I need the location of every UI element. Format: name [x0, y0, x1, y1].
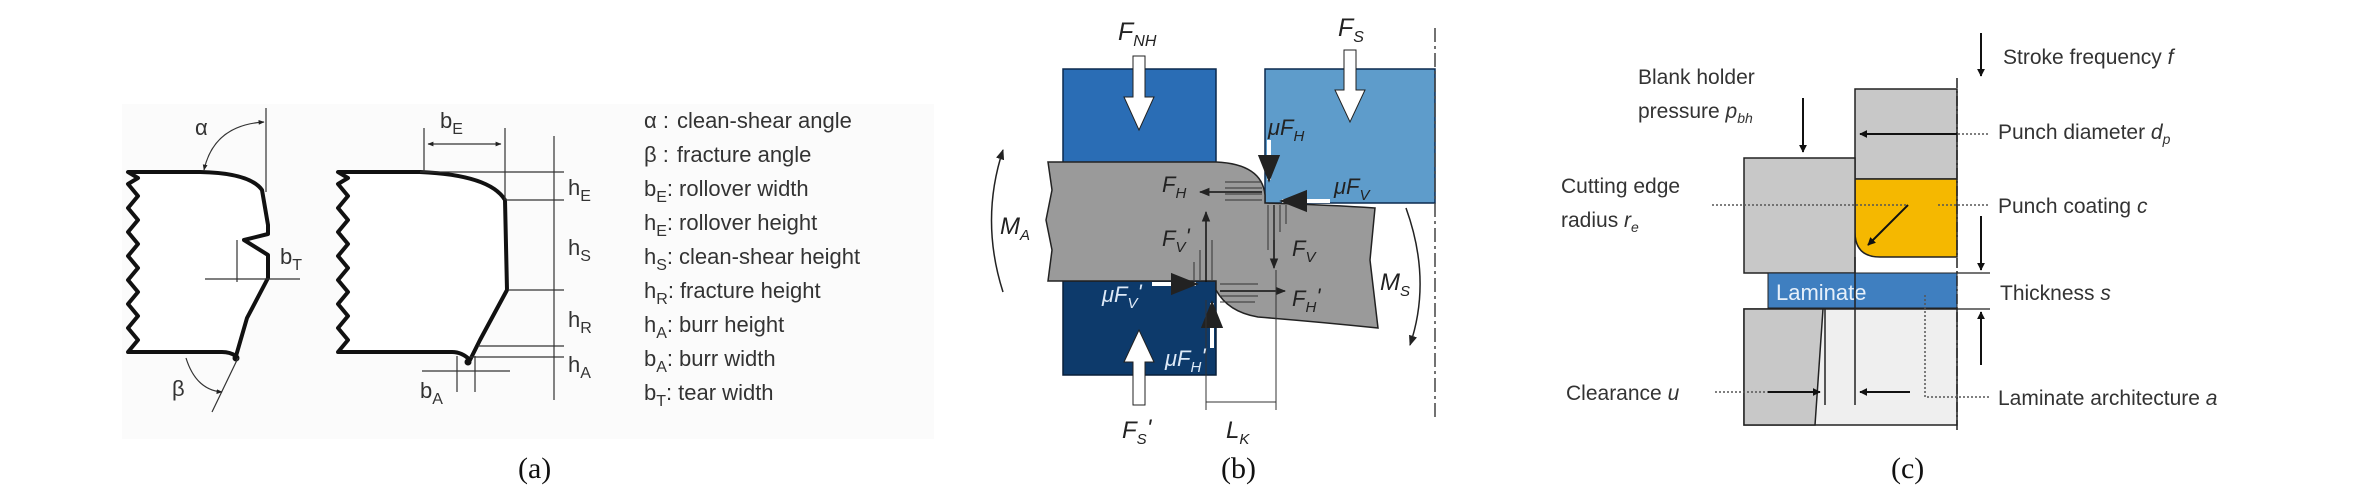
- legend-row: bE:rollover width: [644, 176, 809, 206]
- muFH-label: μFH: [1267, 115, 1305, 145]
- clearance-label: Clearance u: [1566, 382, 1680, 405]
- bA-label: bA: [420, 378, 443, 408]
- FV-prime-label: FV': [1162, 224, 1190, 256]
- MA-label: MA: [1000, 213, 1030, 244]
- blank-holder-pressure-label-1: Blank holder: [1638, 66, 1755, 89]
- punch-coating-label: Punch coating c: [1998, 195, 2148, 218]
- edge-radius-arrow: [1867, 204, 1909, 246]
- legend-row: bA:burr width: [644, 346, 776, 376]
- hA-label: hA: [568, 352, 591, 382]
- FH-prime-label: FH': [1292, 284, 1321, 316]
- thickness-label: Thickness s: [2000, 282, 2111, 305]
- cutting-edge-radius-label-2: radius re: [1561, 209, 1639, 235]
- FV-label: FV: [1292, 236, 1317, 266]
- laminate-sheet: [1767, 272, 1958, 309]
- cutting-edge-radius-label-1: Cutting edge: [1561, 175, 1680, 198]
- MA-arc: [990, 149, 1005, 293]
- hS-label: hS: [568, 235, 591, 265]
- FH-label: FH: [1162, 172, 1186, 202]
- left-specimen-outline: [126, 170, 270, 358]
- panel-b: FNH FS μFH μFV FH FV FV' FH' μFV' μFH' M…: [990, 14, 1436, 485]
- punch-diameter-label: Punch diameter dp: [1998, 121, 2171, 147]
- LK-label: LK: [1226, 417, 1250, 448]
- leader-lines: [1712, 133, 1990, 398]
- panel-c: Laminate Blank holder pressure pbh Cutti…: [1561, 33, 2217, 485]
- legend-row: hE:rollover height: [644, 210, 817, 240]
- right-burr: [464, 358, 472, 366]
- stress-distributions: [1193, 181, 1287, 303]
- blank-holder: [1743, 157, 1856, 274]
- left-burr: [232, 354, 240, 362]
- MS-arc: [1405, 207, 1421, 346]
- legend-row: bT:tear width: [644, 380, 774, 410]
- legend-row: hS:clean-shear height: [644, 244, 860, 274]
- caption-c: (c): [1891, 452, 1924, 485]
- legend-row: hA:burr height: [644, 312, 784, 342]
- beta-label: β: [172, 376, 185, 401]
- MS-label: MS: [1380, 269, 1410, 300]
- panel-a-legend: α :clean-shear angle β :fracture angle b…: [644, 108, 860, 410]
- right-specimen-outline: [336, 170, 509, 362]
- panel-a: α β bT bE bA hE hS hR hA: [122, 104, 934, 485]
- laminate-label: Laminate: [1776, 280, 1867, 305]
- alpha-label: α: [195, 115, 208, 140]
- blank-holder-pressure-label-2: pressure pbh: [1638, 100, 1753, 126]
- muFH-prime-label: μFH': [1164, 344, 1206, 376]
- legend-row: hR:fracture height: [644, 278, 821, 308]
- muFV-label: μFV: [1333, 174, 1372, 204]
- stroke-frequency-label: Stroke frequency f: [2003, 46, 2176, 69]
- caption-a: (a): [518, 452, 551, 485]
- FS-label: FS: [1338, 14, 1364, 46]
- bE-label: bE: [440, 108, 463, 138]
- FS-arrow: [1334, 49, 1366, 124]
- FS-prime-arrow: [1123, 328, 1155, 406]
- FNH-label: FNH: [1118, 18, 1157, 50]
- hE-label: hE: [568, 175, 591, 205]
- bT-label: bT: [280, 244, 302, 274]
- punch-coating: [1854, 178, 1958, 258]
- hR-label: hR: [568, 307, 592, 337]
- beta-ref-line: [211, 357, 239, 413]
- height-dimensions: [420, 136, 564, 400]
- legend-row: α :clean-shear angle: [644, 108, 852, 133]
- muFV-prime-label: μFV': [1101, 280, 1143, 312]
- FNH-arrow: [1123, 55, 1155, 132]
- caption-b: (b): [1221, 452, 1256, 485]
- die-insert: [1743, 308, 1824, 426]
- alpha-arc: [202, 119, 265, 171]
- beta-arc: [185, 357, 223, 394]
- FS-prime-label: FS': [1122, 415, 1153, 448]
- legend-row: β :fracture angle: [644, 142, 811, 167]
- laminate-architecture-label: Laminate architecture a: [1998, 387, 2217, 410]
